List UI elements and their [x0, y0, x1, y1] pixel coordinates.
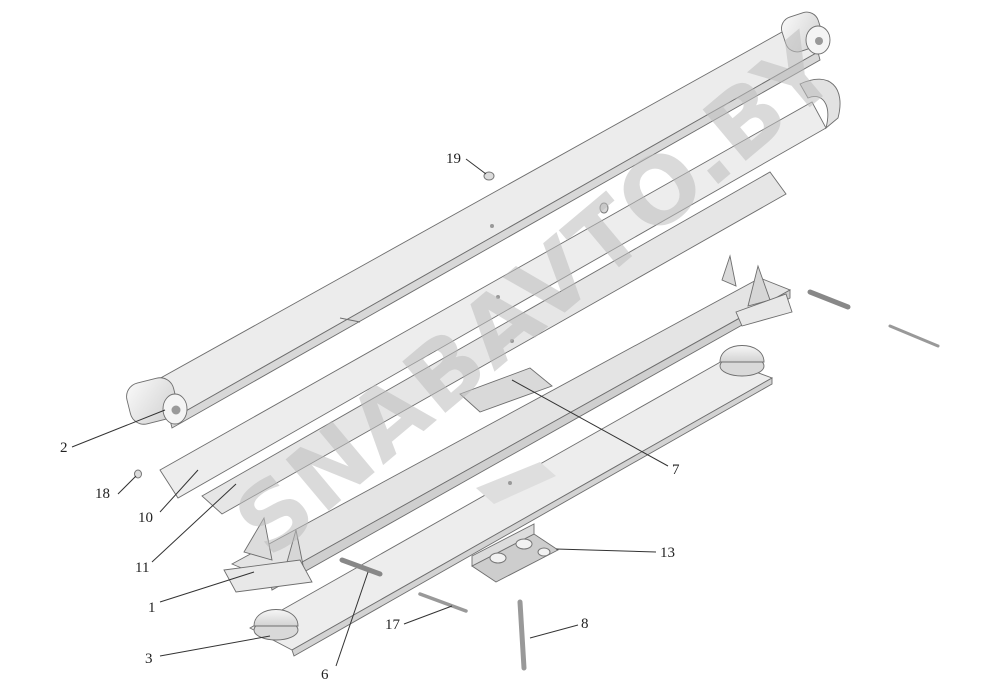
center-plate	[459, 367, 553, 413]
callout-1: 1	[148, 600, 156, 616]
third-leaf	[201, 171, 787, 515]
callout-7: 7	[672, 462, 680, 478]
bolt-8	[517, 599, 527, 671]
spring-clamp-assembly	[223, 254, 793, 593]
callout-10: 10	[138, 510, 153, 526]
bolt-right-long	[888, 324, 940, 348]
callout-8: 8	[581, 616, 589, 632]
nut-18	[134, 469, 142, 479]
rubber-pad-right	[719, 345, 765, 377]
callout-17: 17	[385, 617, 401, 633]
callout-2: 2	[60, 440, 68, 456]
pin-right-short	[807, 289, 851, 310]
callout-11: 11	[135, 560, 149, 576]
nut-upper-mid	[599, 202, 609, 214]
leader-lines	[71, 158, 669, 667]
stop-pad	[471, 523, 559, 583]
callout-19: 19	[446, 151, 461, 167]
callout-6: 6	[321, 667, 329, 683]
bolt-17	[418, 592, 468, 613]
second-leaf	[159, 78, 841, 499]
eye-bushing-left	[126, 377, 188, 425]
main-leaf	[126, 11, 831, 429]
rubber-pad-left	[253, 609, 299, 641]
pin-6	[339, 557, 383, 577]
callout-18: 18	[95, 486, 110, 502]
eye-bushing-right	[781, 11, 831, 55]
lower-plate	[249, 345, 774, 657]
nut-19	[483, 171, 495, 181]
callout-13: 13	[660, 545, 675, 561]
callout-3: 3	[145, 651, 153, 667]
